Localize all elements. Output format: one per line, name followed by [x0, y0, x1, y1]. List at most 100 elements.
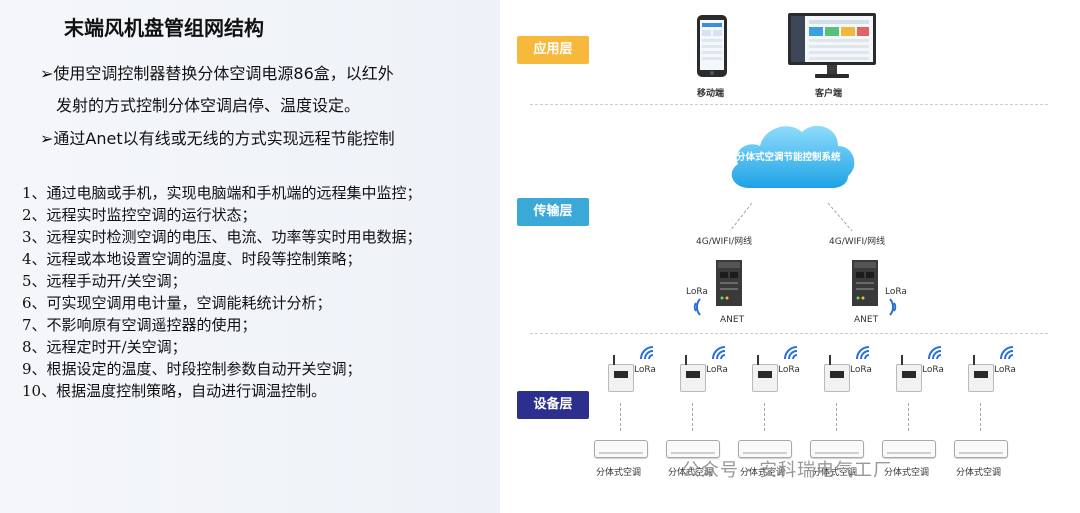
- list-item-number: 4、: [22, 250, 47, 268]
- split-ac-unit-icon: [594, 440, 648, 458]
- split-ac-label: 分体式空调: [596, 468, 642, 478]
- layer-separator: [530, 333, 1048, 334]
- link-label-left: 4G/WIFI/网线: [696, 237, 753, 247]
- list-item: 6、可实现空调用电计量，空调能耗统计分析；: [22, 292, 492, 314]
- split-ac-label: 分体式空调: [740, 468, 786, 478]
- list-item: 9、根据设定的温度、时段控制参数自动开关空调；: [22, 358, 492, 380]
- wifi-icon: [640, 346, 654, 360]
- wifi-icon: [784, 346, 798, 360]
- client-label: 客户端: [815, 89, 843, 99]
- lora-label-left: LoRa: [686, 287, 708, 297]
- controller-lora-label: LoRa: [850, 365, 872, 375]
- bullet-2: ➢通过Anet以有线或无线的方式实现远程节能控制: [40, 125, 395, 149]
- list-item-text: 远程定时开/关空调；: [46, 338, 187, 356]
- watermark: 公众号 · 安科瑞电气工厂: [682, 460, 893, 481]
- bullet-marker: ➢: [40, 64, 54, 83]
- list-item-text: 远程或本地设置空调的温度、时段等控制策略；: [46, 250, 362, 268]
- list-item-text: 远程实时检测空调的电压、电流、功率等实时用电数据；: [46, 228, 422, 246]
- anet-gateway-icon: [716, 260, 742, 306]
- ac-controller-icon: [824, 355, 850, 392]
- list-item-number: 5、: [22, 272, 47, 290]
- mobile-phone-icon: [697, 15, 727, 77]
- wifi-icon: [928, 346, 942, 360]
- wifi-icon: [712, 346, 726, 360]
- bullet-marker: ➢: [40, 129, 54, 148]
- split-ac-label: 分体式空调: [956, 468, 1002, 478]
- controller-lora-label: LoRa: [634, 365, 656, 375]
- layer-label-app: 应用层: [517, 36, 589, 64]
- anet-label-left: ANET: [720, 315, 745, 325]
- list-item-text: 不影响原有空调遥控器的使用；: [46, 316, 257, 334]
- controller-lora-label: LoRa: [706, 365, 728, 375]
- list-item-text: 远程实时监控空调的运行状态；: [46, 206, 257, 224]
- lora-label-right: LoRa: [885, 287, 907, 297]
- split-ac-unit-icon: [666, 440, 720, 458]
- controller-lora-label: LoRa: [922, 365, 944, 375]
- split-ac-unit-icon: [810, 440, 864, 458]
- list-item-text: 根据温度控制策略，自动进行调温控制。: [56, 382, 327, 400]
- list-item: 1、通过电脑或手机，实现电脑端和手机端的远程集中监控；: [22, 182, 492, 204]
- list-item: 3、远程实时检测空调的电压、电流、功率等实时用电数据；: [22, 226, 492, 248]
- architecture-diagram: [500, 0, 1080, 513]
- list-item-number: 7、: [22, 316, 47, 334]
- split-ac-unit-icon: [882, 440, 936, 458]
- controller-lora-label: LoRa: [994, 365, 1016, 375]
- bullet-1: ➢使用空调控制器替换分体空调电源86盒，以红外: [40, 60, 394, 84]
- ac-controller-icon: [680, 355, 706, 392]
- ir-link-line: [836, 403, 837, 431]
- ir-link-line: [908, 403, 909, 431]
- list-item-number: 6、: [22, 294, 47, 312]
- split-ac-label: 分体式空调: [668, 468, 714, 478]
- cloud-icon: [731, 125, 855, 188]
- list-item-number: 3、: [22, 228, 47, 246]
- ac-controller-icon: [752, 355, 778, 392]
- split-ac-unit-icon: [738, 440, 792, 458]
- list-item: 4、远程或本地设置空调的温度、时段等控制策略；: [22, 248, 492, 270]
- controller-lora-label: LoRa: [778, 365, 800, 375]
- list-item-number: 9、: [22, 360, 47, 378]
- ir-link-line: [764, 403, 765, 431]
- page-title: 末端风机盘管组网结构: [64, 16, 264, 40]
- bullet-1-line2: 发射的方式控制分体空调启停、温度设定。: [56, 96, 361, 115]
- ac-controller-icon: [608, 355, 634, 392]
- list-item-number: 1、: [22, 184, 47, 202]
- list-item-text: 远程手动开/关空调；: [46, 272, 187, 290]
- anet-gateway-icon: [852, 260, 878, 306]
- feature-list: 1、通过电脑或手机，实现电脑端和手机端的远程集中监控； 2、远程实时监控空调的运…: [22, 182, 492, 402]
- ir-link-line: [620, 403, 621, 431]
- ac-controller-icon: [968, 355, 994, 392]
- bullet-2-line1: 通过Anet以有线或无线的方式实现远程节能控制: [53, 129, 395, 148]
- ir-link-line: [692, 403, 693, 431]
- layer-label-transport: 传输层: [517, 198, 589, 226]
- desktop-monitor-icon: [788, 13, 876, 78]
- list-item-number: 2、: [22, 206, 47, 224]
- list-item: 8、远程定时开/关空调；: [22, 336, 492, 358]
- wifi-icon: [693, 298, 701, 316]
- left-panel: [0, 0, 500, 513]
- split-ac-label: 分体式空调: [884, 468, 930, 478]
- link-label-right: 4G/WIFI/网线: [829, 237, 886, 247]
- cloud-link-lines: [729, 202, 853, 232]
- anet-label-right: ANET: [854, 315, 879, 325]
- mobile-label: 移动端: [697, 89, 725, 99]
- list-item-text: 根据设定的温度、时段控制参数自动开关空调；: [46, 360, 362, 378]
- wifi-icon: [856, 346, 870, 360]
- wifi-icon: [1000, 346, 1014, 360]
- list-item: 7、不影响原有空调遥控器的使用；: [22, 314, 492, 336]
- list-item: 10、根据温度控制策略，自动进行调温控制。: [22, 380, 492, 402]
- wifi-icon: [889, 298, 897, 316]
- cloud-system-label: 分体式空调节能控制系统: [736, 152, 841, 163]
- split-ac-label: 分体式空调: [812, 468, 858, 478]
- list-item: 5、远程手动开/关空调；: [22, 270, 492, 292]
- bullet-1-line1: 使用空调控制器替换分体空调电源86盒，以红外: [53, 64, 394, 83]
- ac-controller-icon: [896, 355, 922, 392]
- list-item-number: 8、: [22, 338, 47, 356]
- list-item-text: 通过电脑或手机，实现电脑端和手机端的远程集中监控；: [46, 184, 422, 202]
- layer-label-device: 设备层: [517, 391, 589, 419]
- list-item-text: 可实现空调用电计量，空调能耗统计分析；: [46, 294, 332, 312]
- list-item-number: 10、: [22, 382, 57, 400]
- ir-link-line: [980, 403, 981, 431]
- layer-separator: [530, 104, 1048, 105]
- list-item: 2、远程实时监控空调的运行状态；: [22, 204, 492, 226]
- split-ac-unit-icon: [954, 440, 1008, 458]
